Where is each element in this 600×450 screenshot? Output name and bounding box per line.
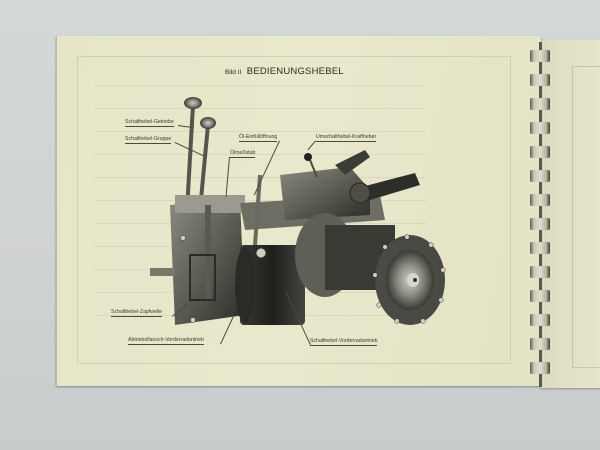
binding-coil bbox=[530, 290, 550, 302]
binding-coil bbox=[530, 98, 550, 110]
figure-number: Bild II bbox=[225, 69, 242, 76]
figure-caption: Bild II BEDIENUNGSHEBEL bbox=[225, 66, 344, 77]
label-umschalthebel-kraftheber: Umschalthebel-Kraftheber bbox=[316, 134, 377, 142]
binding-coil bbox=[530, 170, 550, 182]
label-schalthebel-vorderradantrieb: Schalthebel-Vorderradantrieb bbox=[310, 338, 378, 346]
label-schalthebel-getriebe: Schalthebel-Getriebe bbox=[125, 119, 174, 127]
binding-coil bbox=[530, 74, 550, 86]
binding-wire bbox=[539, 42, 542, 387]
label-schalthebel-zapfwelle: Schalthebel-Zapfwelle bbox=[111, 309, 163, 317]
binding-coil bbox=[530, 242, 550, 254]
gearbox-illustration bbox=[150, 97, 446, 325]
binding-coil bbox=[530, 122, 550, 134]
binding-coil bbox=[530, 314, 550, 326]
figure-title: BEDIENUNGSHEBEL bbox=[246, 66, 344, 77]
binding-coil bbox=[530, 146, 550, 158]
spiral-binding bbox=[528, 42, 554, 387]
binding-coil bbox=[530, 50, 550, 62]
label-oelmessstab: Ölmeßstab bbox=[230, 150, 256, 158]
label-abtriebsflansch-vorderradantrieb: Abtriebsflansch-Vorderradantrieb bbox=[128, 337, 204, 345]
right-page-frame bbox=[572, 66, 600, 368]
binding-coil bbox=[530, 362, 550, 374]
binding-coil bbox=[530, 338, 550, 350]
binding-coil bbox=[530, 266, 550, 278]
label-oel-einfuelloeffnung: Öl-Einfüllöffnung bbox=[239, 134, 278, 142]
page-frame bbox=[77, 56, 511, 364]
right-page bbox=[540, 40, 600, 388]
binding-coil bbox=[530, 218, 550, 230]
binding-coil bbox=[530, 194, 550, 206]
label-schalthebel-gruppe: Schalthebel-Gruppe bbox=[125, 136, 172, 144]
